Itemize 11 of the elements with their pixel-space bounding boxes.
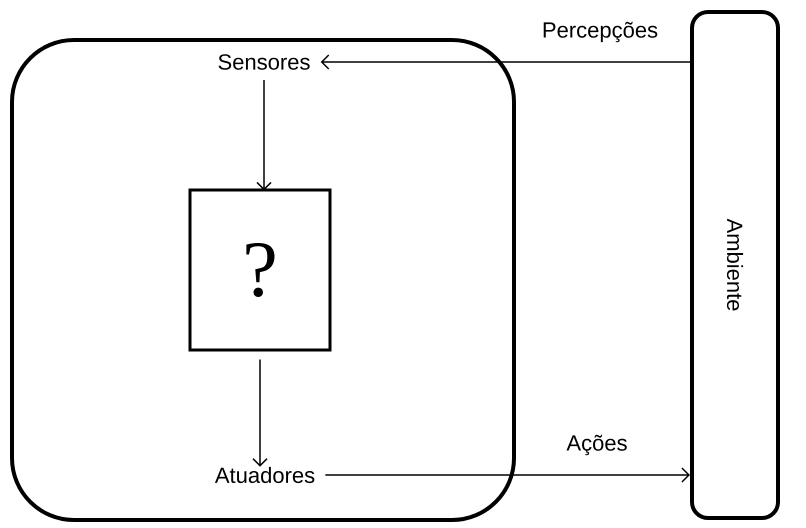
environment-box: Ambiente (690, 10, 780, 520)
arrow (252, 360, 268, 467)
edge-label: Percepções (544, 22, 658, 42)
arrow (320, 54, 690, 70)
edge-label: Ações (566, 434, 627, 456)
component-label: Atuadores (214, 466, 314, 484)
component-label: Sensores (218, 54, 310, 70)
arrow (256, 80, 272, 190)
arrow (325, 467, 690, 483)
agent-box (10, 38, 516, 522)
question-box: ? (188, 188, 332, 352)
